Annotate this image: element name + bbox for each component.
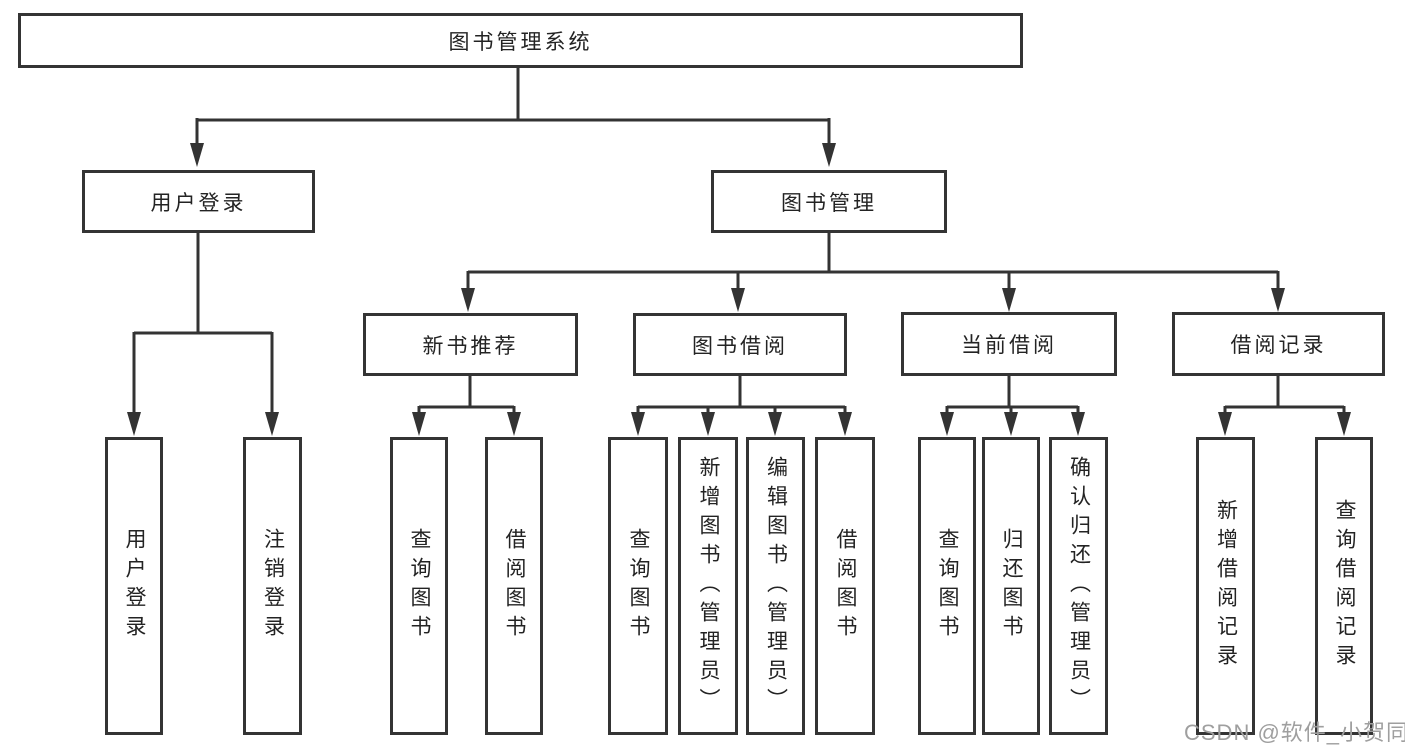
leaf-records-add-record-label: 新增借阅记录 [1214,499,1238,673]
leaf-records-query-record-label: 查询借阅记录 [1333,499,1356,673]
arrow-down-icon [507,412,521,436]
node-library-system: 图书管理系统 [18,13,1023,68]
watermark: CSDN @软件_小贺同学 [1184,720,1405,745]
node-user-login-label: 用户登录 [150,191,247,215]
arrow-down-icon [1004,412,1018,436]
node-new-book-recommendation: 新书推荐 [363,313,578,376]
leaf-logout-login-label: 注销登录 [261,528,285,644]
node-current-borrowing: 当前借阅 [901,312,1117,376]
node-book-management-label: 图书管理 [781,191,877,215]
leaf-current-return-books: 归还图书 [982,437,1040,735]
leaf-current-query-books-label: 查询图书 [936,528,959,644]
arrow-down-icon [127,412,141,436]
node-new-book-recommendation-label: 新书推荐 [422,334,519,358]
leaf-user-login: 用户登录 [105,437,163,735]
leaf-recommend-query-books: 查询图书 [390,437,448,735]
arrow-down-icon [1071,412,1085,436]
leaf-logout-login: 注销登录 [243,437,302,735]
leaf-current-query-books: 查询图书 [918,437,976,735]
leaf-borrowing-edit-books-admin: 编辑图书（管理员） [746,437,805,735]
node-user-login: 用户登录 [82,170,315,233]
arrow-down-icon [412,412,426,436]
arrow-down-icon [1271,288,1285,312]
arrow-down-icon [768,412,782,436]
arrow-down-icon [190,143,204,167]
node-book-borrowing-label: 图书借阅 [692,334,788,358]
leaf-user-login-label: 用户登录 [123,528,146,644]
arrow-down-icon [701,412,715,436]
node-book-borrowing: 图书借阅 [633,313,847,376]
leaf-current-confirm-return-admin-label: 确认归还（管理员） [1067,455,1091,717]
leaf-borrowing-borrow-books: 借阅图书 [815,437,875,735]
leaf-current-return-books-label: 归还图书 [1000,528,1023,644]
node-library-system-label: 图书管理系统 [448,30,593,54]
node-current-borrowing-label: 当前借阅 [961,334,1057,357]
arrow-down-icon [940,412,954,436]
arrow-down-icon [1218,412,1232,436]
leaf-borrowing-borrow-books-label: 借阅图书 [834,528,857,644]
arrow-down-icon [822,143,836,167]
arrow-down-icon [265,412,279,436]
arrow-down-icon [461,288,475,312]
leaf-borrowing-query-books-label: 查询图书 [627,528,650,644]
leaf-records-query-record: 查询借阅记录 [1315,437,1373,735]
leaf-borrowing-add-books-admin-label: 新增图书（管理员） [697,455,720,717]
arrow-down-icon [1002,288,1016,312]
arrow-down-icon [838,412,852,436]
arrow-down-icon [731,288,745,312]
leaf-recommend-query-books-label: 查询图书 [408,528,431,644]
node-borrowing-records: 借阅记录 [1172,312,1385,376]
leaf-borrowing-query-books: 查询图书 [608,437,668,735]
leaf-current-confirm-return-admin: 确认归还（管理员） [1049,437,1108,735]
leaf-borrowing-edit-books-admin-label: 编辑图书（管理员） [764,455,788,717]
leaf-records-add-record: 新增借阅记录 [1196,437,1255,735]
leaf-recommend-borrow-books: 借阅图书 [485,437,543,735]
node-book-management: 图书管理 [711,170,947,233]
arrow-down-icon [631,412,645,436]
node-borrowing-records-label: 借阅记录 [1230,334,1327,357]
arrow-down-icon [1337,412,1351,436]
leaf-recommend-borrow-books-label: 借阅图书 [503,528,526,644]
leaf-borrowing-add-books-admin: 新增图书（管理员） [678,437,738,735]
